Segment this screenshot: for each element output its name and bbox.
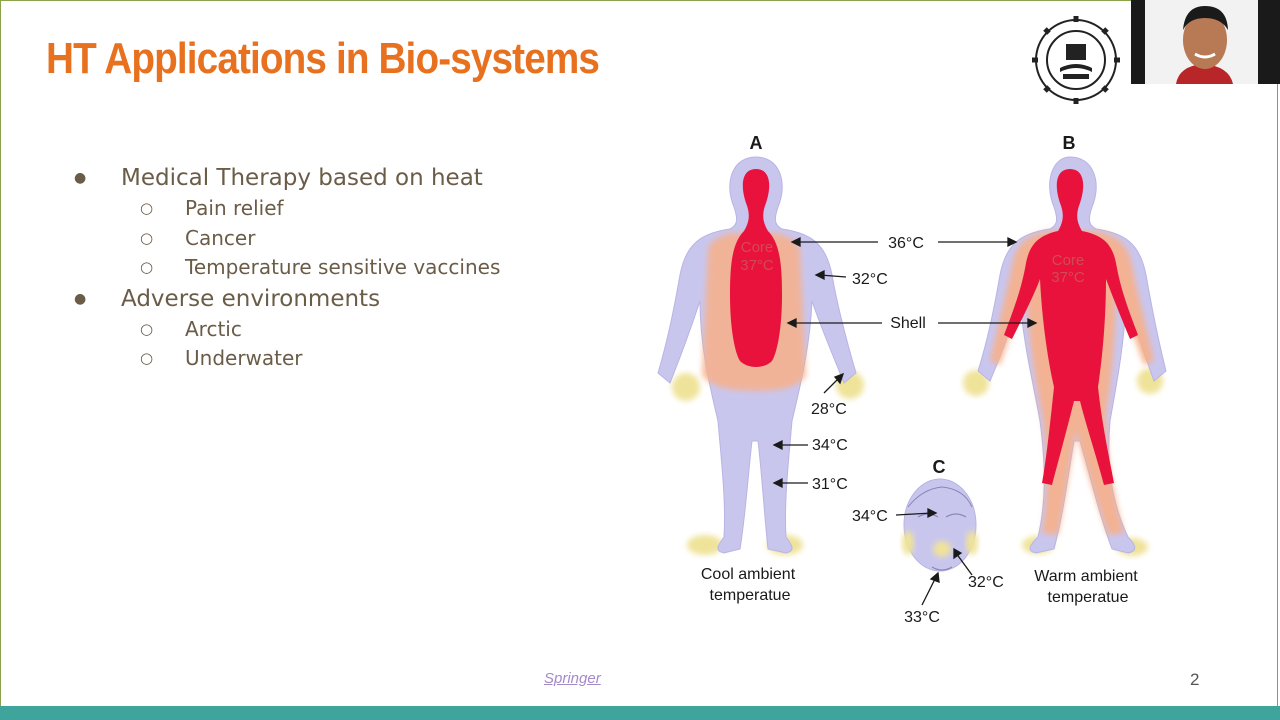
- bullet-text: Medical Therapy based on heat: [121, 165, 483, 191]
- sub-bullet-text: Arctic: [185, 316, 242, 341]
- circle-bullet-icon: ○: [140, 349, 154, 367]
- bullet-list: ● Medical Therapy based on heat ○ Pain rel…: [70, 162, 590, 374]
- page-number: 2: [1190, 670, 1200, 689]
- caption-a-line2: temperatue: [710, 587, 791, 604]
- temp-label-32-a: 32°C: [852, 271, 888, 288]
- temp-label-33: 33°C: [904, 609, 940, 626]
- bullet-text: Adverse environments: [121, 285, 381, 312]
- figure-c-head: [902, 478, 978, 572]
- sub-bullet-text: Cancer: [185, 225, 256, 250]
- temp-label-32-c: 32°C: [968, 574, 1004, 591]
- caption-b-line2: temperatue: [1048, 589, 1129, 606]
- sub-bullet-item: ○ Underwater: [70, 344, 590, 374]
- temp-label-31: 31°C: [812, 476, 848, 493]
- circle-bullet-icon: ○: [140, 228, 154, 247]
- figure-b-body: [963, 156, 1167, 556]
- sub-bullet-text: Pain relief: [185, 196, 284, 220]
- presenter-face-icon: [1176, 6, 1233, 84]
- sub-bullet-item: ○ Temperature sensitive vaccines: [70, 253, 590, 283]
- bullet-dot-icon: ●: [74, 170, 87, 186]
- shell-label: Shell: [890, 315, 926, 332]
- sub-bullet-text: Underwater: [185, 346, 303, 370]
- circle-bullet-icon: ○: [140, 319, 154, 338]
- temp-label-34-c: 34°C: [852, 508, 888, 525]
- figure-a-body: [657, 156, 864, 555]
- temp-label-28: 28°C: [811, 401, 847, 418]
- annotation-arrows: [772, 236, 1038, 606]
- core-label-a: Core: [741, 239, 774, 256]
- bullet-item: ● Medical Therapy based on heat: [70, 162, 590, 194]
- presenter-video: [1131, 0, 1280, 84]
- circle-bullet-icon: ○: [140, 258, 154, 276]
- temp-label-36: 36°C: [888, 235, 924, 252]
- panel-label-c: C: [933, 457, 946, 477]
- bullet-dot-icon: ●: [74, 290, 87, 307]
- core-temp-b: 37°C: [1051, 269, 1085, 286]
- sub-bullet-text: Temperature sensitive vaccines: [185, 255, 501, 279]
- sub-bullet-item: ○ Arctic: [70, 315, 590, 345]
- panel-label-b: B: [1063, 133, 1076, 153]
- body-temperature-figure: A Core 37°C B Core 37°C C: [657, 133, 1167, 626]
- circle-bullet-icon: ○: [140, 199, 154, 217]
- source-link[interactable]: Springer: [544, 670, 601, 687]
- temp-label-34-a: 34°C: [812, 437, 848, 454]
- core-temp-a: 37°C: [740, 257, 774, 274]
- caption-a-line1: Cool ambient: [701, 566, 796, 583]
- sub-bullet-item: ○ Pain relief: [70, 194, 590, 224]
- core-label-b: Core: [1052, 252, 1085, 269]
- panel-label-a: A: [750, 133, 763, 153]
- institute-logo-icon: [1032, 16, 1120, 104]
- accent-bar: [0, 706, 1280, 720]
- bullet-item: ● Adverse environments: [70, 283, 590, 315]
- slide-title: HT Applications in Bio-systems: [46, 34, 600, 83]
- caption-b-line1: Warm ambient: [1034, 568, 1138, 585]
- sub-bullet-item: ○ Cancer: [70, 224, 590, 254]
